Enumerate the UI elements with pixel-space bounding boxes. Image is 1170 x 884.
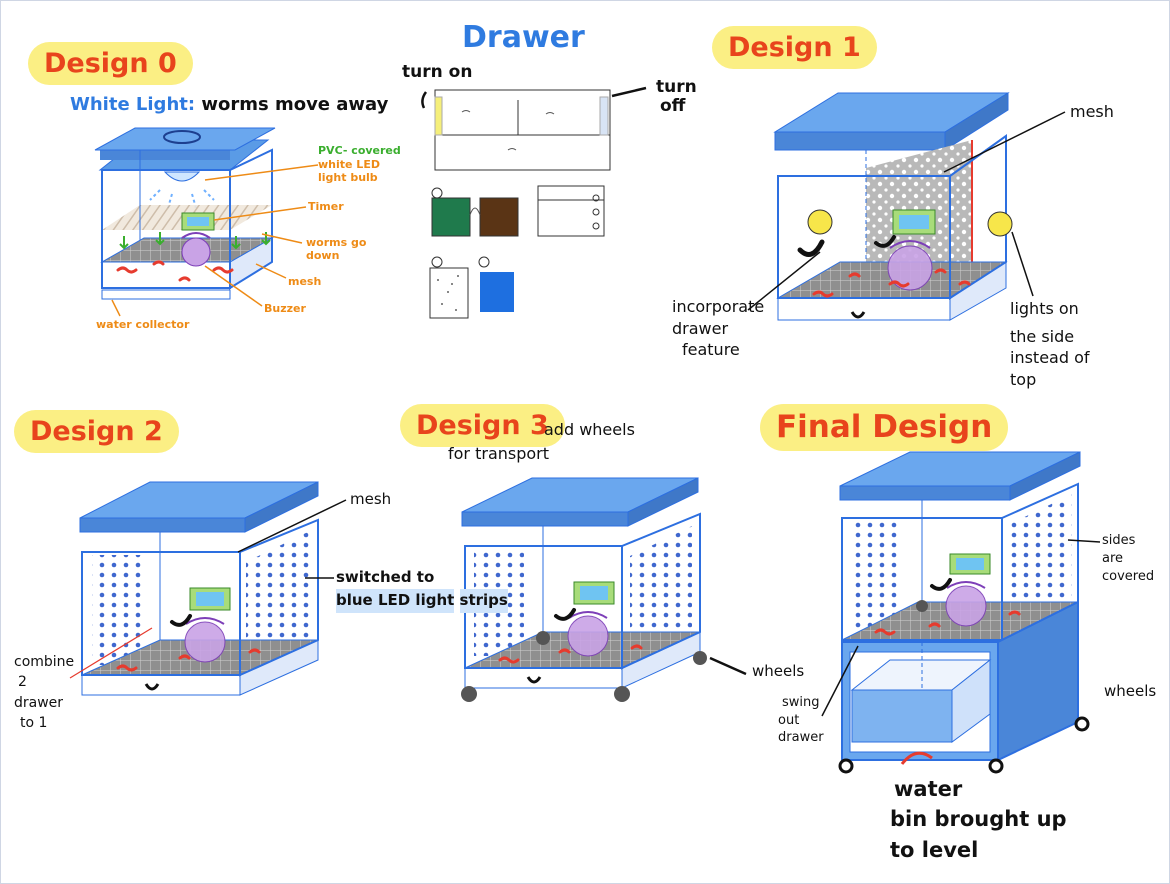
design1-mesh-label: mesh [1070, 102, 1114, 121]
worms-down-line2: down [306, 249, 340, 263]
pvc-label: PVC- covered [318, 144, 401, 157]
worms-down-label: worms go down [306, 236, 366, 262]
drawer-schematic [421, 86, 647, 319]
led-bulb-line1: white LED [318, 158, 380, 171]
lights-line4: top [1010, 369, 1037, 389]
timer-label: Timer [308, 200, 344, 213]
water-line1: water [894, 777, 963, 801]
incorporate-drawer-label: incorporate drawer feature [672, 296, 764, 361]
switched-line1: switched to [336, 568, 435, 586]
combine-drawer-label: combine 2 drawer to 1 [14, 652, 74, 733]
add-wheels-label: add wheels for transport [448, 418, 635, 466]
final-wheels-label: wheels [1104, 682, 1157, 700]
white-light-description: worms move away [201, 94, 389, 115]
lights-line3: instead of [1010, 348, 1090, 368]
design2-mesh-label: mesh [350, 490, 392, 508]
incorporate-line2: drawer [672, 318, 729, 338]
incorporate-line1: incorporate [672, 297, 765, 316]
led-bulb-line2: light bulb [318, 171, 378, 185]
design0-heading: Design 0 [28, 42, 193, 85]
sides-line2: are [1102, 551, 1124, 567]
swing-line1: swing [782, 695, 820, 710]
turn-on-label: turn on [402, 62, 473, 82]
led-bulb-label: white LED light bulb [318, 158, 380, 184]
water-line2: bin brought up [890, 807, 1067, 832]
water-line3: to level [890, 837, 979, 862]
turn-off-line2: off [660, 95, 686, 116]
sides-line1: sides [1102, 533, 1136, 548]
sides-covered-label: sides are covered [1102, 532, 1154, 587]
white-light-caption: White Light: worms move away [70, 94, 388, 115]
combine-line1: combine [14, 654, 75, 670]
final-drawing [821, 451, 1101, 774]
lights-line2: the side [1010, 326, 1075, 346]
switched-line2: blue LED light [336, 589, 455, 613]
incorporate-line3: feature [682, 340, 740, 360]
final-heading: Final Design [760, 404, 1009, 451]
worms-down-line1: worms go [306, 236, 367, 249]
design1-heading: Design 1 [712, 26, 877, 69]
design3-drawing [461, 477, 747, 702]
sides-line3: covered [1102, 569, 1155, 585]
design0-mesh-label: mesh [288, 275, 322, 288]
design1-drawing [747, 92, 1066, 321]
design2-heading: Design 2 [14, 410, 179, 453]
white-light-label: White Light: [70, 94, 196, 115]
combine-line3: drawer [14, 694, 64, 711]
swing-line3: drawer [778, 730, 824, 746]
design3-heading: Design 3 [400, 404, 565, 447]
combine-line4: to 1 [20, 714, 48, 731]
switched-led-label: switched to blue LED light strips [336, 566, 508, 613]
swing-line2: out [778, 712, 800, 728]
drawer-heading: Drawer [462, 20, 585, 55]
add-wheels-line2: for transport [448, 444, 550, 463]
add-wheels-line1: add wheels [544, 420, 635, 439]
switched-line3: strips [459, 589, 508, 613]
swing-out-drawer-label: swing out drawer [778, 694, 824, 747]
design0-drawing [94, 127, 319, 317]
water-collector-label: water collector [96, 318, 190, 331]
design3-wheels-label: wheels [752, 662, 805, 680]
lights-on-side-label: lights on the side instead of top [1010, 298, 1090, 390]
combine-line2: 2 [18, 674, 27, 691]
buzzer-label: Buzzer [264, 302, 306, 315]
pvc-label-line1: PVC- covered [318, 144, 401, 157]
turn-off-line1: turn [656, 77, 697, 97]
lights-line1: lights on [1010, 299, 1079, 318]
water-bin-label: water bin brought up to level [890, 774, 1067, 865]
design2-drawing [69, 481, 347, 696]
turn-off-label: turn off [656, 78, 697, 115]
